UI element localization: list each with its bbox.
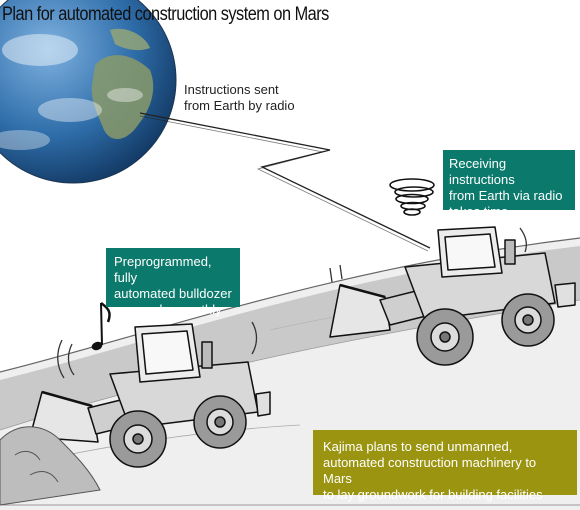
- bulldozer-left: [29, 323, 271, 468]
- bulldozer-right: [329, 226, 576, 366]
- radio-label-line-1: Instructions sent: [184, 82, 279, 97]
- callout-receiving-line-2: from Earth via radio: [449, 188, 563, 203]
- radio-instructions-label: Instructions sent from Earth by radio: [184, 82, 314, 114]
- callout-receiving-instructions: Receiving instructions from Earth via ra…: [443, 150, 575, 219]
- music-note-icon: [91, 301, 111, 351]
- callout-preprogrammed-line-2: automated bulldozer: [114, 286, 232, 301]
- callout-receiving-line-3: takes time: [449, 204, 509, 219]
- radio-label-line-2: from Earth by radio: [184, 98, 295, 113]
- motion-lines-left: [57, 321, 258, 379]
- dirt-pile: [0, 426, 101, 506]
- radio-signal-zigzag: [139, 112, 431, 249]
- earth-globe: [0, 0, 177, 184]
- callout-preprogrammed-line-1: Preprogrammed, fully: [114, 254, 212, 285]
- callout-preprogrammed-bulldozer: Preprogrammed, fully automated bulldozer…: [106, 248, 240, 317]
- page-title: Plan for automated construction system o…: [2, 4, 329, 25]
- motion-lines-right: [329, 227, 527, 283]
- callout-kajima-line-1: Kajima plans to send unmanned,: [323, 439, 513, 454]
- callout-kajima-line-2: automated construction machinery to Mars: [323, 455, 537, 486]
- callout-kajima-plans: Kajima plans to send unmanned, automated…: [313, 430, 577, 502]
- callout-preprogrammed-line-3: can work smoothly: [114, 302, 222, 317]
- callout-receiving-line-1: Receiving instructions: [449, 156, 515, 187]
- callout-kajima-line-3: to lay groundwork for building facilitie…: [323, 487, 543, 502]
- confusion-scribble-icon: [389, 178, 435, 216]
